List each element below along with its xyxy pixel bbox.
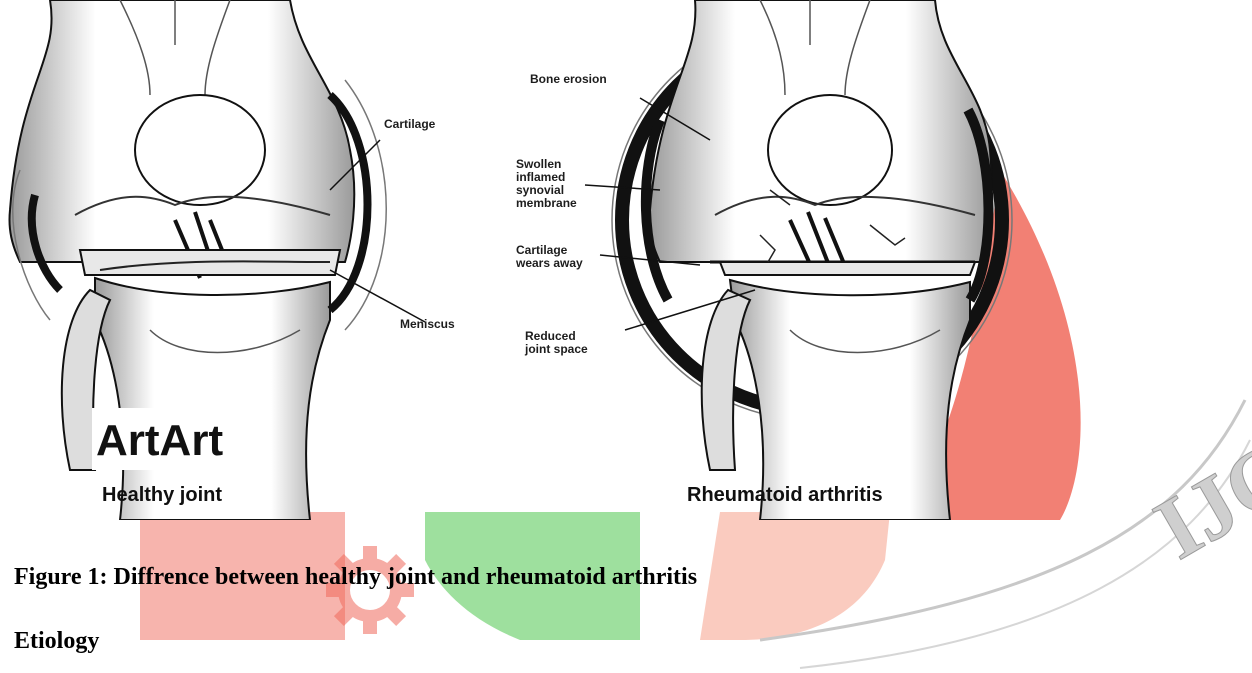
label-cartilage: Cartilage bbox=[384, 118, 435, 131]
healthy-joint-stamp: ArtArt bbox=[92, 408, 252, 470]
panel-caption-rheumatoid: Rheumatoid arthritis bbox=[687, 484, 883, 506]
rheumatoid-joint-illustration bbox=[612, 0, 1012, 520]
label-meniscus: Meniscus bbox=[400, 318, 455, 331]
svg-text:ArtArt: ArtArt bbox=[96, 416, 223, 465]
section-heading: Etiology bbox=[14, 628, 99, 655]
label-bone-erosion: Bone erosion bbox=[530, 73, 607, 86]
label-reduced-joint-space: Reduced joint space bbox=[525, 330, 588, 356]
label-cartilage-wears-away: Cartilage wears away bbox=[516, 244, 583, 270]
label-synovial-membrane: Swollen inflamed synovial membrane bbox=[516, 158, 577, 210]
figure-caption: Figure 1: Diffrence between healthy join… bbox=[14, 564, 697, 591]
watermark-orange-block bbox=[700, 512, 890, 640]
panel-caption-healthy: Healthy joint bbox=[102, 484, 222, 506]
watermark-text: IJCRT bbox=[1140, 364, 1252, 578]
